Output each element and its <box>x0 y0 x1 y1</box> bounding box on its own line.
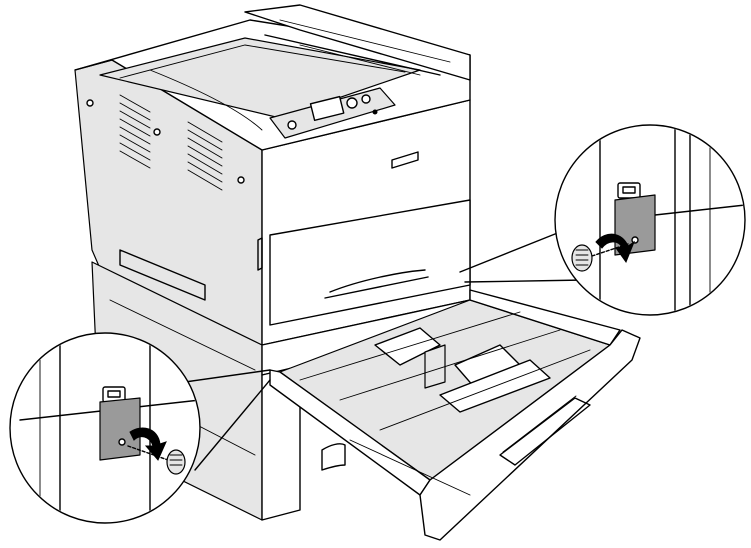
right-bracket-hole <box>631 236 639 244</box>
panel-button-left <box>287 120 297 130</box>
side-handle-recess <box>119 249 206 301</box>
left-callout-leader-bottom <box>194 379 271 471</box>
left-callout-leader-top <box>184 369 271 383</box>
rear-cover <box>244 4 471 81</box>
cassette-pull-handle[interactable] <box>499 397 591 466</box>
standard-tray-handle <box>329 269 426 293</box>
right-callout-leader-top <box>459 231 561 273</box>
cassette-front-panel <box>419 329 641 541</box>
panel-button-right <box>361 94 371 104</box>
paper-cassette-drawer <box>269 289 641 541</box>
right-callout-leader-bottom <box>464 279 586 283</box>
right-bracket-detail <box>459 124 746 316</box>
side-screw-1 <box>153 128 161 136</box>
panel-button-center <box>346 97 358 109</box>
front-label-slot <box>391 151 419 169</box>
left-bracket-detail <box>9 332 271 524</box>
side-screw-2 <box>237 176 245 184</box>
side-vent-grille <box>119 94 223 191</box>
side-latch <box>257 237 263 271</box>
left-bracket-plate <box>99 397 141 461</box>
lcd-screen <box>309 95 345 122</box>
status-indicator-light <box>372 109 378 115</box>
left-thumb-screw[interactable] <box>127 445 186 475</box>
standard-tray-front <box>269 199 471 326</box>
side-screw-3 <box>86 99 94 107</box>
right-rotate-arrow-icon <box>595 233 636 264</box>
left-bracket-hole <box>118 438 126 446</box>
left-rotate-arrow-icon <box>129 427 167 461</box>
lower-drawer-handle <box>321 443 346 471</box>
paper-length-guide[interactable] <box>424 344 446 389</box>
printer-body <box>74 4 471 346</box>
